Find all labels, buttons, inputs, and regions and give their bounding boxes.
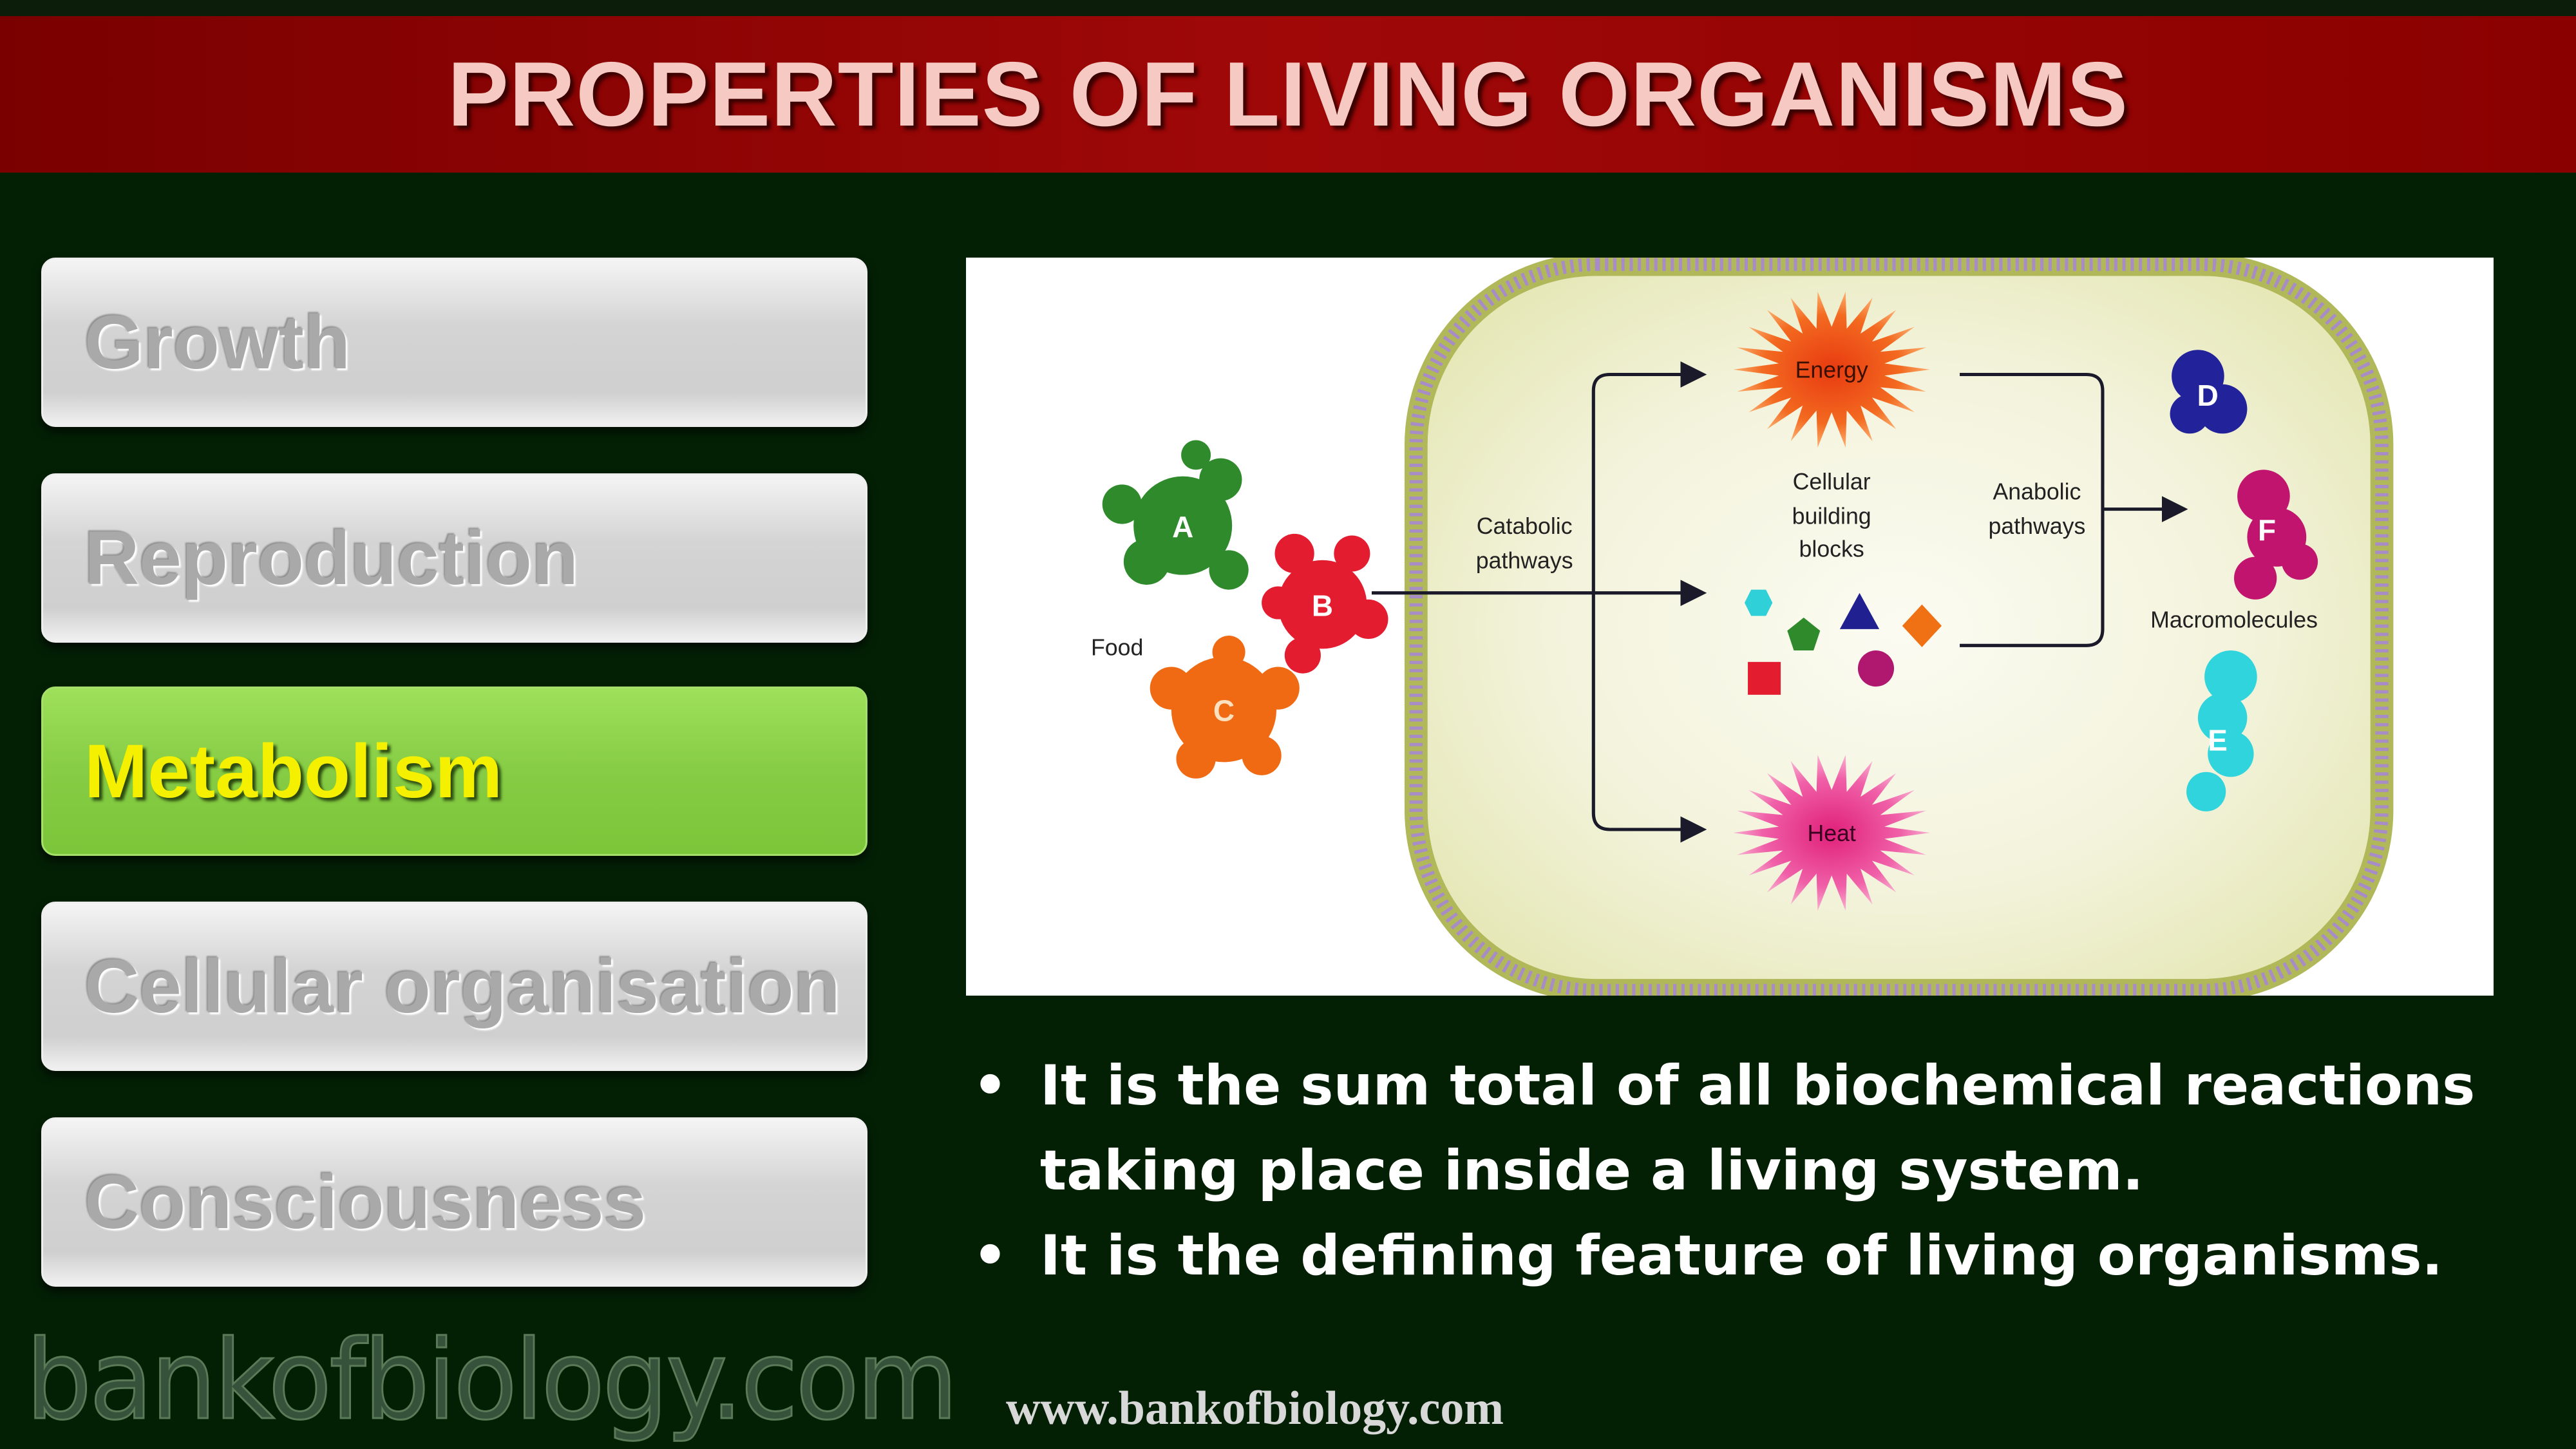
food-blob-c xyxy=(1150,636,1300,779)
watermark: bankofbiology.com xyxy=(25,1316,960,1446)
nav-label: Consciousness xyxy=(84,1159,647,1245)
bullet-list: It is the sum total of all biochemical r… xyxy=(966,1043,2512,1298)
macromolecule-e xyxy=(2186,650,2257,811)
pentagon-icon xyxy=(1787,617,1821,650)
nav-label: Growth xyxy=(84,299,350,385)
building-label-3: blocks xyxy=(1799,536,1864,562)
bullet-item: It is the sum total of all biochemical r… xyxy=(966,1043,2512,1213)
catabolic-label-1: Catabolic xyxy=(1477,513,1573,539)
food-label-c: C xyxy=(1213,694,1235,728)
bullet-item: It is the defining feature of living org… xyxy=(966,1213,2512,1298)
nav-button-consciousness[interactable]: Consciousness xyxy=(41,1117,867,1287)
nav-label: Reproduction xyxy=(84,515,578,601)
metabolism-diagram: Energy Heat A C B Food Catabolic pathway… xyxy=(966,258,2494,996)
heat-label: Heat xyxy=(1807,820,1855,846)
nav-button-growth[interactable]: Growth xyxy=(41,258,867,427)
building-blocks xyxy=(1744,589,1942,695)
heat-burst-icon xyxy=(1733,754,1931,911)
energy-burst-icon xyxy=(1733,291,1931,448)
macromolecule-d xyxy=(2170,350,2248,434)
nav-label: Cellular organisation xyxy=(84,943,840,1029)
macromolecule-label-f: F xyxy=(2258,513,2276,547)
page-title: PROPERTIES OF LIVING ORGANISMS xyxy=(448,43,2128,146)
food-blob-a xyxy=(1102,440,1249,590)
nav-button-reproduction[interactable]: Reproduction xyxy=(41,473,867,643)
catabolic-label-2: pathways xyxy=(1476,547,1573,573)
hexagon-icon xyxy=(1744,589,1773,616)
nav-label: Metabolism xyxy=(84,728,503,814)
energy-label: Energy xyxy=(1795,357,1868,383)
anabolic-label-2: pathways xyxy=(1989,513,2086,539)
top-strip xyxy=(0,0,2576,16)
macromolecule-label-d: D xyxy=(2197,379,2219,412)
circle-icon xyxy=(1857,650,1895,687)
food-label-a: A xyxy=(1172,510,1193,544)
pathway-arrows xyxy=(1371,361,2188,843)
building-label-1: Cellular xyxy=(1793,469,1871,495)
triangle-icon xyxy=(1839,592,1880,629)
food-label-b: B xyxy=(1312,589,1333,622)
macromolecule-label-e: E xyxy=(2208,724,2228,757)
header-bar: PROPERTIES OF LIVING ORGANISMS xyxy=(0,16,2576,173)
macromolecule-f xyxy=(2234,469,2318,600)
macromolecules-label: Macromolecules xyxy=(2150,607,2318,632)
building-label-2: building xyxy=(1792,504,1871,529)
footer-url: www.bankofbiology.com xyxy=(1006,1382,1504,1435)
food-label: Food xyxy=(1091,635,1143,661)
nav-button-metabolism[interactable]: Metabolism xyxy=(41,687,867,856)
food-blob-b xyxy=(1262,533,1388,674)
anabolic-label-1: Anabolic xyxy=(1993,478,2081,504)
square-icon xyxy=(1748,661,1781,695)
nav-button-cellular-organisation[interactable]: Cellular organisation xyxy=(41,902,867,1071)
diamond-icon xyxy=(1902,604,1942,647)
